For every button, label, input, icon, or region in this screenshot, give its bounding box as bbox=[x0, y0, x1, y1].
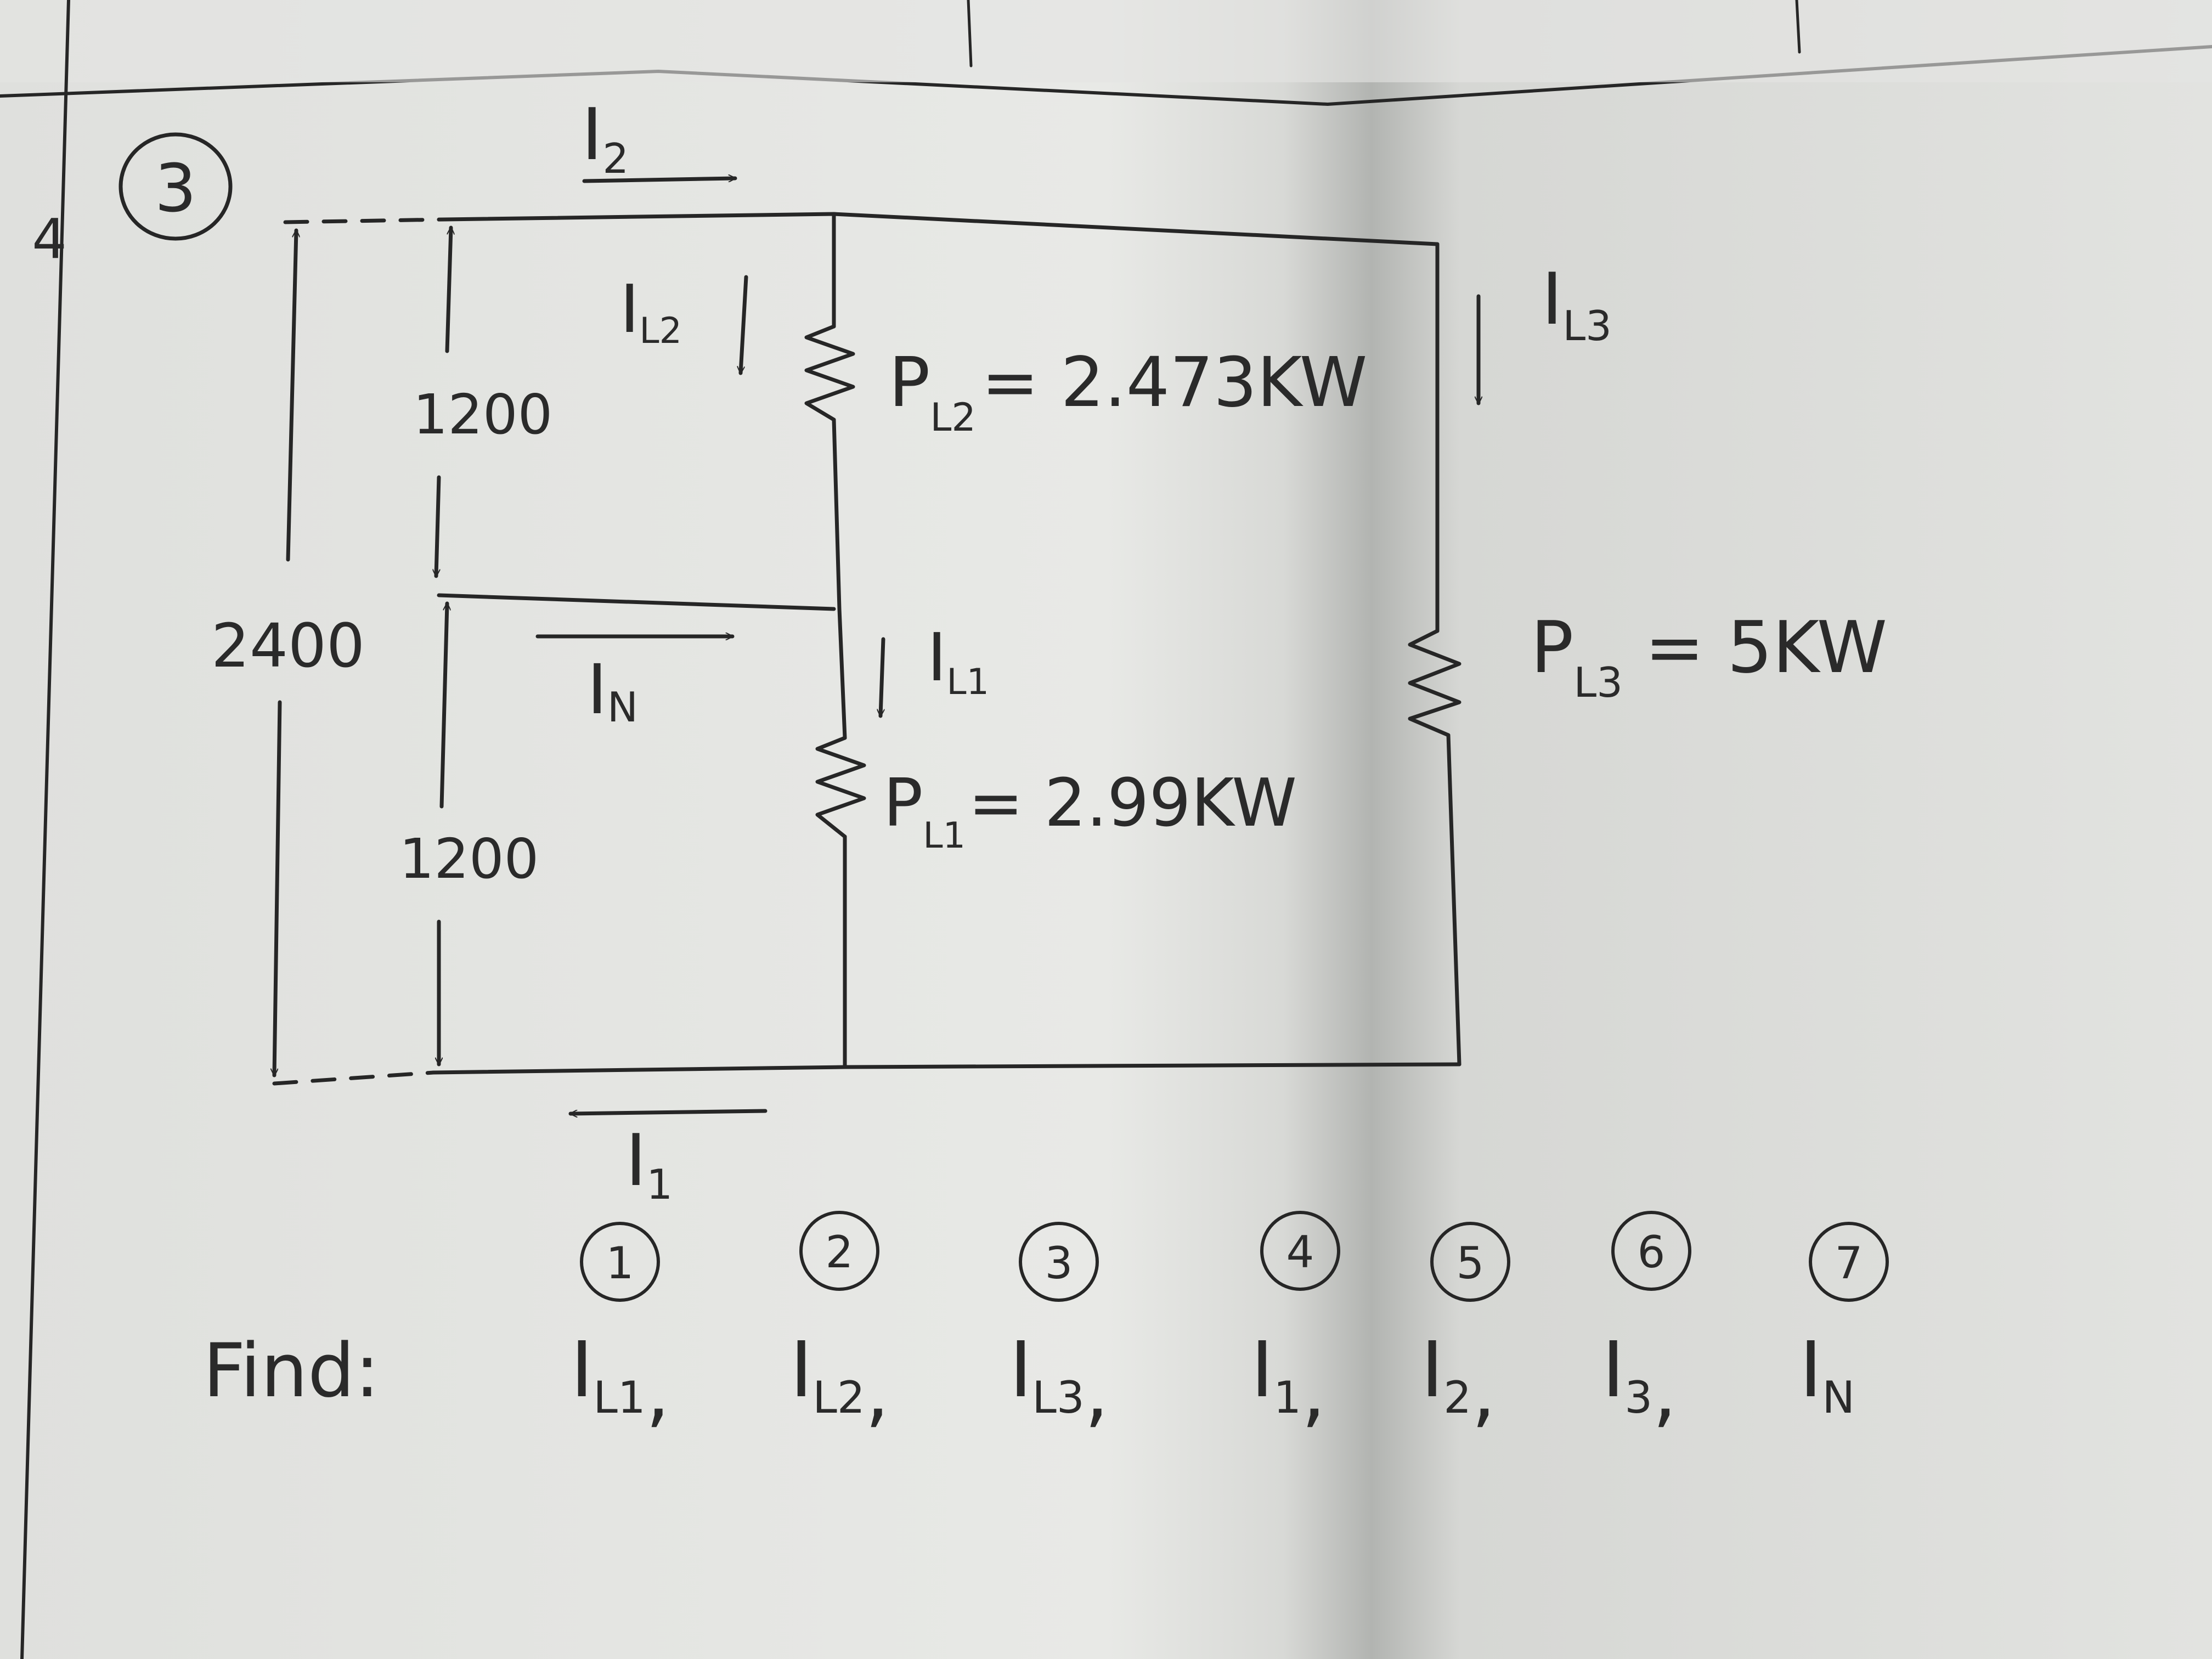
total-voltage-label: 2400 bbox=[211, 611, 365, 681]
il2-label: IL2 bbox=[620, 272, 682, 352]
il1-label: IL1 bbox=[927, 620, 989, 703]
voltage-arrows bbox=[274, 225, 451, 1077]
find-number-circle bbox=[580, 1222, 660, 1302]
il2-arrow bbox=[741, 275, 748, 375]
neutral-wire bbox=[437, 593, 836, 611]
find-number-circle bbox=[1019, 1222, 1099, 1302]
find-number-circle bbox=[799, 1211, 879, 1291]
problem-number: 3 bbox=[155, 151, 196, 227]
lower-voltage-label: 1200 bbox=[399, 827, 539, 891]
find-number-circle bbox=[1260, 1211, 1340, 1291]
sheet-top-strip bbox=[0, 0, 2212, 82]
find-item: IN bbox=[1799, 1325, 1855, 1423]
find-number: 7 bbox=[1835, 1238, 1863, 1289]
table-rule-2 bbox=[1795, 0, 1801, 54]
upper-voltage-arrow-up bbox=[445, 225, 451, 353]
find-number-circle bbox=[1809, 1222, 1889, 1302]
find-item: I1, bbox=[1251, 1325, 1326, 1437]
resistor-l2 bbox=[804, 324, 855, 422]
center-branch-mid bbox=[832, 417, 847, 740]
find-number: 4 bbox=[1286, 1227, 1314, 1278]
circuit bbox=[272, 212, 1462, 1086]
i2-arrow bbox=[582, 178, 737, 183]
find-item: I2, bbox=[1421, 1325, 1496, 1437]
i1-arrow bbox=[568, 1109, 768, 1114]
find-number: 3 bbox=[1045, 1238, 1073, 1289]
lower-voltage-arrow-up bbox=[439, 601, 447, 809]
pl1-label: PL1= 2.99KW bbox=[883, 765, 1297, 856]
find-number: 6 bbox=[1638, 1227, 1666, 1278]
find-number-circle bbox=[1611, 1211, 1691, 1291]
find-item: I3, bbox=[1602, 1325, 1677, 1437]
resistor-l1 bbox=[815, 736, 866, 839]
il1-arrow bbox=[881, 637, 885, 718]
total-voltage-arrow-up bbox=[286, 228, 296, 562]
problem-number-circle bbox=[119, 132, 233, 241]
i2-label: I2 bbox=[582, 93, 629, 183]
i1-label: I1 bbox=[625, 1119, 673, 1209]
upper-voltage-arrow-down bbox=[436, 475, 441, 578]
margin-line bbox=[20, 0, 70, 1659]
find-item: IL3, bbox=[1009, 1325, 1109, 1437]
top-dash bbox=[283, 217, 447, 224]
pl3-label: PL3= 5KW bbox=[1531, 606, 1887, 707]
find-number: 2 bbox=[826, 1227, 854, 1278]
current-arrows bbox=[535, 178, 1479, 1114]
margin-mark: 4 bbox=[32, 207, 67, 271]
upper-voltage-label: 1200 bbox=[413, 382, 553, 447]
find-item: IL2, bbox=[790, 1325, 889, 1437]
find-item: IL1, bbox=[571, 1325, 670, 1437]
il3-label: IL3 bbox=[1542, 257, 1612, 350]
in-label: IN bbox=[587, 650, 638, 731]
bottom-dash bbox=[272, 1070, 436, 1086]
pl2-label: PL2= 2.473KW bbox=[889, 343, 1367, 440]
table-rule-1 bbox=[967, 0, 973, 67]
find-label: Find: bbox=[203, 1328, 380, 1414]
resistor-l3 bbox=[1408, 629, 1462, 737]
find-number: 5 bbox=[1457, 1238, 1485, 1289]
total-voltage-arrow-down bbox=[274, 700, 282, 1077]
find-number: 1 bbox=[606, 1238, 634, 1289]
find-number-circle bbox=[1430, 1222, 1510, 1302]
right-branch-lower bbox=[1446, 733, 1462, 1066]
